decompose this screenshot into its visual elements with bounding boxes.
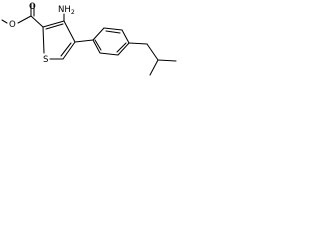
amino-label: NH2 xyxy=(58,5,75,16)
bond-methyl-o xyxy=(1,19,8,24)
benzene-bond-5 xyxy=(99,52,119,56)
bond-c2-c3-inner xyxy=(45,23,64,30)
bond-c3-c4 xyxy=(63,20,76,43)
sulfur-label: S xyxy=(43,55,48,65)
amino-nh-text: NH xyxy=(58,5,71,15)
bond-c2-c3-double xyxy=(42,20,65,28)
benzene-bond-2 xyxy=(103,27,123,31)
bond-c4-c5-double xyxy=(62,41,76,60)
benzene-bond-1 xyxy=(92,27,105,41)
bond-o-carbonyl-carbon xyxy=(17,15,32,24)
bond-s-c2 xyxy=(42,26,45,54)
bond-carbonyl-to-ring xyxy=(30,15,44,28)
bond-benzene-ch2 xyxy=(128,42,148,45)
methyl-oxygen-label: O xyxy=(9,20,16,30)
amino-h-count-subscript: 2 xyxy=(71,9,75,16)
bond-c4-c5-inner xyxy=(60,42,72,57)
bond-ch-methyl-down xyxy=(149,59,159,76)
carbonyl-oxygen-label: O xyxy=(29,2,36,12)
benzene-inner-bond-b xyxy=(116,42,127,53)
benzene-bond-4 xyxy=(117,42,130,56)
benzene-inner-bond-a xyxy=(105,30,121,34)
bond-ch2-ch xyxy=(146,43,159,61)
benzene-bond-3 xyxy=(121,29,130,44)
benzene-bond-6 xyxy=(92,39,101,54)
bond-c4-benzene xyxy=(74,39,94,43)
bond-ch-methyl-right xyxy=(157,59,177,62)
benzene-inner-bond-c xyxy=(94,39,102,51)
structure-diagram: O O NH2 S xyxy=(1,2,177,76)
